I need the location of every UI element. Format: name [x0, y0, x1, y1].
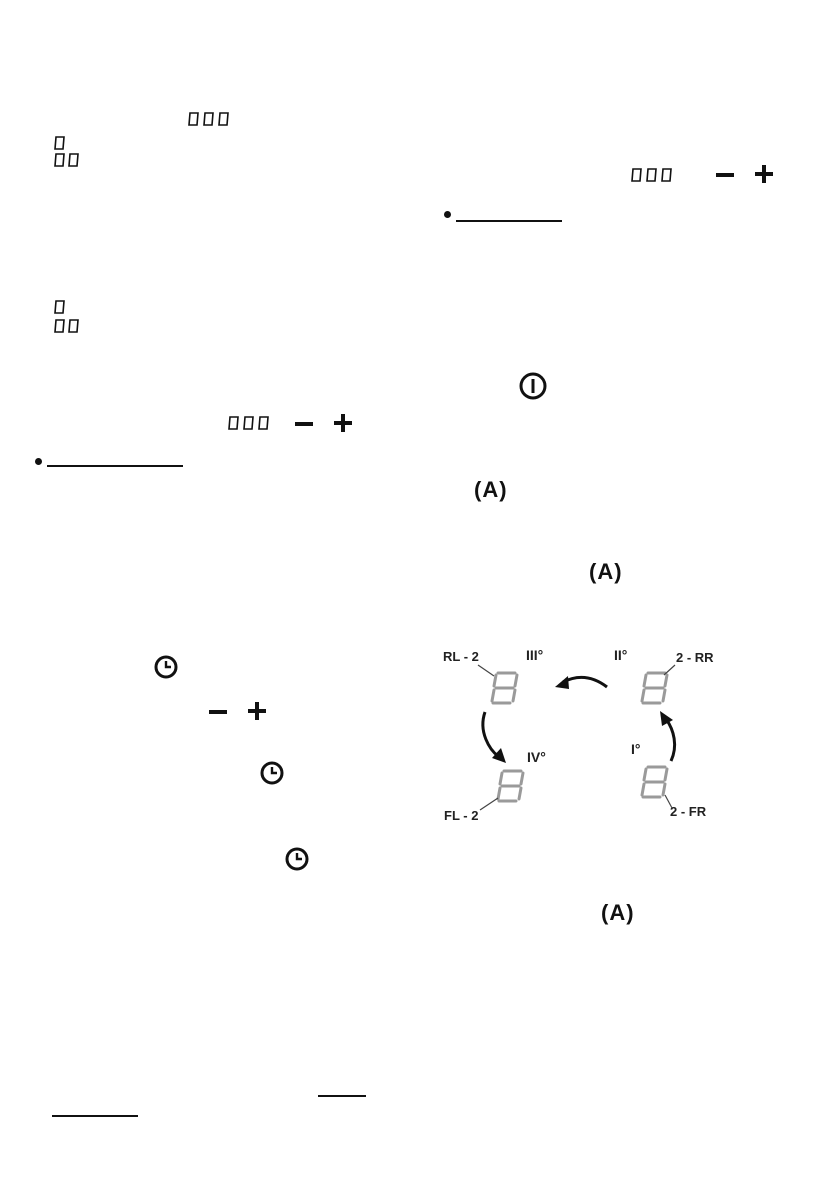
bullet-icon: [35, 458, 42, 465]
double-digit-display-icon: [53, 319, 83, 333]
auto-key-icon[interactable]: (A): [474, 477, 507, 502]
level-label-i: I°: [631, 741, 641, 757]
power-icon[interactable]: [518, 371, 548, 406]
bottom-underline-short: [318, 1095, 366, 1097]
minus-icon[interactable]: [209, 710, 227, 714]
level-label-iii: III°: [526, 647, 544, 663]
heading-underline: [47, 465, 183, 467]
double-digit-display-icon: [53, 153, 83, 167]
minus-icon[interactable]: [716, 173, 734, 177]
bottom-underline-long: [52, 1115, 138, 1117]
level-label-iv: IV°: [527, 749, 546, 765]
plus-icon[interactable]: [334, 414, 352, 432]
digit-rl-icon: [490, 670, 520, 706]
single-digit-display-icon: [53, 136, 67, 150]
triple-digit-display-icon: [630, 168, 676, 182]
zone-sequence-diagram: RL - 2 2 - RR FL - 2 2 - FR III° II° IV°…: [440, 640, 740, 830]
clock-icon[interactable]: [153, 654, 179, 685]
clock-icon[interactable]: [259, 760, 285, 791]
plus-icon[interactable]: [248, 702, 266, 720]
auto-key-icon[interactable]: (A): [589, 559, 622, 584]
digit-fr-icon: [640, 764, 670, 800]
clock-icon[interactable]: [284, 846, 310, 877]
minus-icon[interactable]: [295, 422, 313, 426]
digit-fl-icon: [496, 768, 526, 804]
zone-label-rl: RL - 2: [443, 649, 479, 664]
zone-label-rr: 2 - RR: [676, 650, 714, 665]
zone-label-fl: FL - 2: [444, 808, 479, 823]
heading-underline: [456, 220, 562, 222]
digit-rr-icon: [640, 670, 670, 706]
diagram-connectors: [477, 664, 677, 811]
triple-digit-display-icon: [227, 416, 273, 430]
level-label-ii: II°: [614, 647, 628, 663]
bullet-icon: [444, 211, 451, 218]
plus-icon[interactable]: [755, 165, 773, 183]
triple-digit-display-icon: [187, 112, 233, 126]
single-digit-display-icon: [53, 300, 67, 314]
zone-label-fr: 2 - FR: [670, 804, 707, 819]
auto-key-icon[interactable]: (A): [601, 900, 634, 925]
